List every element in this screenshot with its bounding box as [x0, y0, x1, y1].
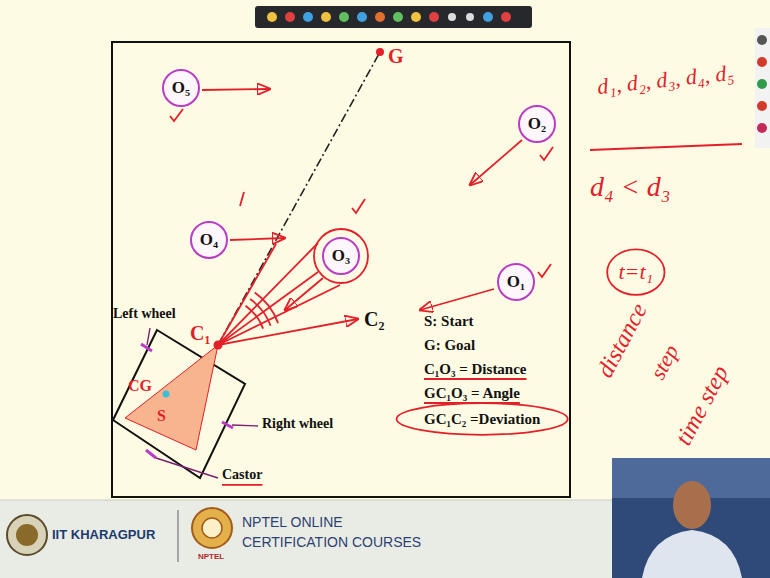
handwritten-note: step: [644, 340, 684, 384]
handwritten-note: distance: [591, 298, 654, 382]
point-label: C₂: [364, 307, 384, 331]
footer-text: NPTEL ONLINE: [242, 514, 343, 531]
footer-text: NPTEL: [198, 552, 224, 562]
wheel-marks: [141, 344, 233, 458]
part-label: Castor: [222, 467, 262, 484]
obstacle-name: O₃: [332, 246, 350, 266]
obstacle-name: O₁: [507, 272, 525, 292]
point-label: S: [157, 406, 166, 425]
footer-text: CERTIFICATION COURSES: [242, 534, 421, 551]
point-label: G: [388, 44, 404, 68]
obstacle-circle: O₄: [190, 221, 228, 259]
obstacle-name: O₅: [172, 78, 190, 98]
key-entry: S: Start: [424, 312, 474, 330]
nptel-logo: [192, 508, 232, 548]
handwritten-note: d₁, d₂, d₃, d₄, d₅: [595, 60, 734, 101]
hand-ring: [607, 249, 664, 294]
obstacle-circle: O₁: [497, 263, 535, 301]
footer-text: IIT KHARAGPUR: [52, 527, 155, 543]
key-entry: C₁O₃ = Distance: [424, 360, 527, 378]
obstacle-circle: O₂: [518, 105, 556, 143]
obstacle-circle: O₅: [162, 69, 200, 107]
key-entry: GC₁C₂ =Deviation: [424, 410, 540, 428]
annotation-toolbar: [255, 6, 532, 28]
key-entry: G: Goal: [424, 336, 475, 354]
obstacle-name: O₂: [528, 114, 546, 134]
obstacle-circle: O₃: [322, 237, 360, 275]
browser-sidebar: [755, 28, 770, 148]
hand-ring: [397, 403, 568, 435]
handwritten-note: time step: [669, 360, 735, 449]
goal-line: [218, 52, 380, 345]
point-label: C₁: [190, 321, 210, 345]
key-entry: GC₁O₃ = Angle: [424, 384, 520, 402]
footer-separator: [177, 510, 179, 562]
iit-logo: [7, 515, 47, 555]
point-label: CG: [128, 376, 152, 395]
obstacle-name: O₄: [200, 230, 218, 250]
hand-underline: [424, 378, 527, 380]
handwritten-note: d₄ < d₃: [590, 170, 670, 204]
leader-lines: [147, 328, 258, 478]
workspace-frame: [112, 42, 570, 497]
handwritten-note: t=t₁: [619, 259, 654, 285]
robot-body: [113, 330, 245, 478]
goal-point: [376, 48, 384, 56]
note-rule: [590, 144, 742, 150]
check-marks: [170, 109, 553, 277]
hand-drawn-vectors: [202, 89, 522, 345]
speaker-video: [612, 458, 770, 578]
part-label: Right wheel: [262, 416, 333, 433]
part-label: Left wheel: [113, 306, 176, 323]
hand-underline: [222, 484, 262, 486]
